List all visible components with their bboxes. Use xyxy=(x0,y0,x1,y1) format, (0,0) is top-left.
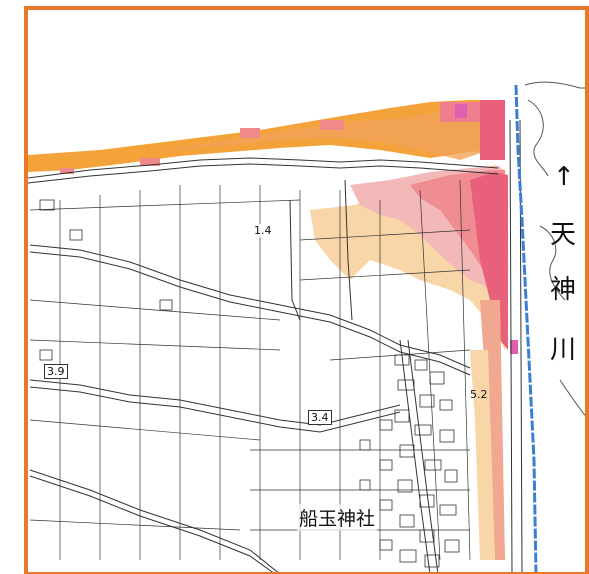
flood-zone-east xyxy=(310,165,518,560)
elevation-label-3: 3.4 xyxy=(308,410,332,425)
elevation-label-2: 3.9 xyxy=(44,364,68,379)
top-cut-title xyxy=(60,0,68,14)
shrine-label: 船玉神社 xyxy=(297,504,378,531)
buildings xyxy=(39,199,460,568)
river-line xyxy=(514,84,538,574)
map-frame xyxy=(24,6,589,574)
flood-zone-north xyxy=(28,100,505,174)
river-name-char-2: 神 xyxy=(550,275,577,305)
north-arrow: ↑ xyxy=(553,162,575,192)
elevation-label-1: 1.4 xyxy=(252,224,274,237)
river-name-char-3: 川 xyxy=(550,335,577,365)
elevation-label-4: 5.2 xyxy=(470,388,488,401)
river-name-char-1: 天 xyxy=(550,220,577,250)
river-area xyxy=(524,81,589,421)
